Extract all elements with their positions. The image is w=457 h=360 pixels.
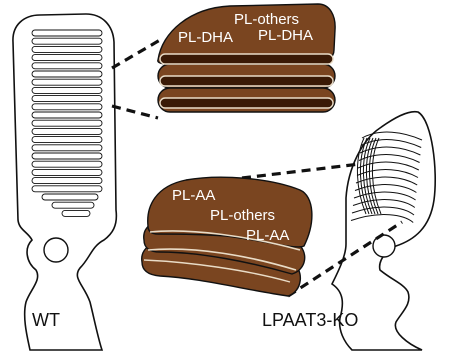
wt-disc <box>32 55 102 61</box>
label-ko-pl-aa-lower: PL-AA <box>246 227 289 244</box>
wt-disc <box>62 210 90 216</box>
wt-disc <box>32 153 102 159</box>
wt-disc <box>32 71 102 77</box>
wt-disc <box>32 137 102 143</box>
wt-disc <box>32 186 102 192</box>
label-wt-pl-dha-right: PL-DHA <box>258 27 313 44</box>
wt-discs <box>32 30 102 216</box>
caption-wt: WT <box>32 310 60 330</box>
wt-disc <box>32 128 102 134</box>
label-ko-pl-aa-top: PL-AA <box>172 187 215 204</box>
wt-disc <box>52 202 94 208</box>
wt-disc <box>42 194 98 200</box>
wt-stack-bilayer <box>160 98 333 108</box>
wt-disc <box>32 161 102 167</box>
wt-disc <box>32 79 102 85</box>
label-wt-pl-dha-left: PL-DHA <box>178 29 233 46</box>
caption-ko: LPAAT3-KO <box>262 310 358 330</box>
wt-disc <box>32 87 102 93</box>
wt-disc <box>32 178 102 184</box>
wt-disc <box>32 145 102 151</box>
wt-disc <box>32 96 102 102</box>
wt-stack-bilayer <box>160 76 333 86</box>
wt-nucleus <box>44 238 68 262</box>
wt-cell <box>13 14 116 350</box>
wt-disc <box>32 30 102 36</box>
wt-stack-layers <box>158 54 335 112</box>
wt-disc <box>32 38 102 44</box>
wt-zoom-line-bottom <box>112 106 158 118</box>
wt-disc <box>32 112 102 118</box>
wt-disc <box>32 120 102 126</box>
wt-zoom-line-top <box>112 40 160 68</box>
wt-disc <box>32 63 102 69</box>
wt-stack-bilayer <box>160 54 333 64</box>
label-ko-pl-others: PL-others <box>210 207 275 224</box>
wt-disc <box>32 169 102 175</box>
label-wt-pl-others: PL-others <box>234 11 299 28</box>
wt-disc <box>32 46 102 52</box>
wt-disc <box>32 104 102 110</box>
ko-zoom-line-top <box>242 164 360 178</box>
